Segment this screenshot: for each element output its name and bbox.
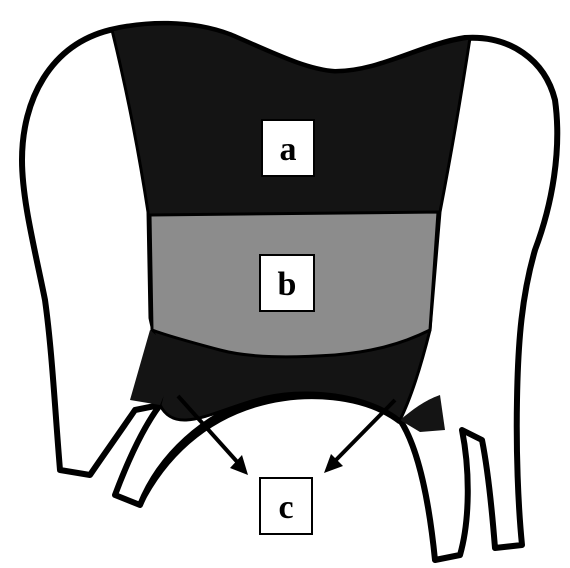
label-a-text: a bbox=[280, 131, 297, 168]
label-b-text: b bbox=[278, 266, 297, 303]
label-c: c bbox=[260, 478, 312, 534]
arrow-right bbox=[324, 400, 395, 473]
label-a: a bbox=[262, 120, 314, 176]
label-c-text: c bbox=[278, 489, 293, 526]
label-b: b bbox=[260, 255, 314, 311]
